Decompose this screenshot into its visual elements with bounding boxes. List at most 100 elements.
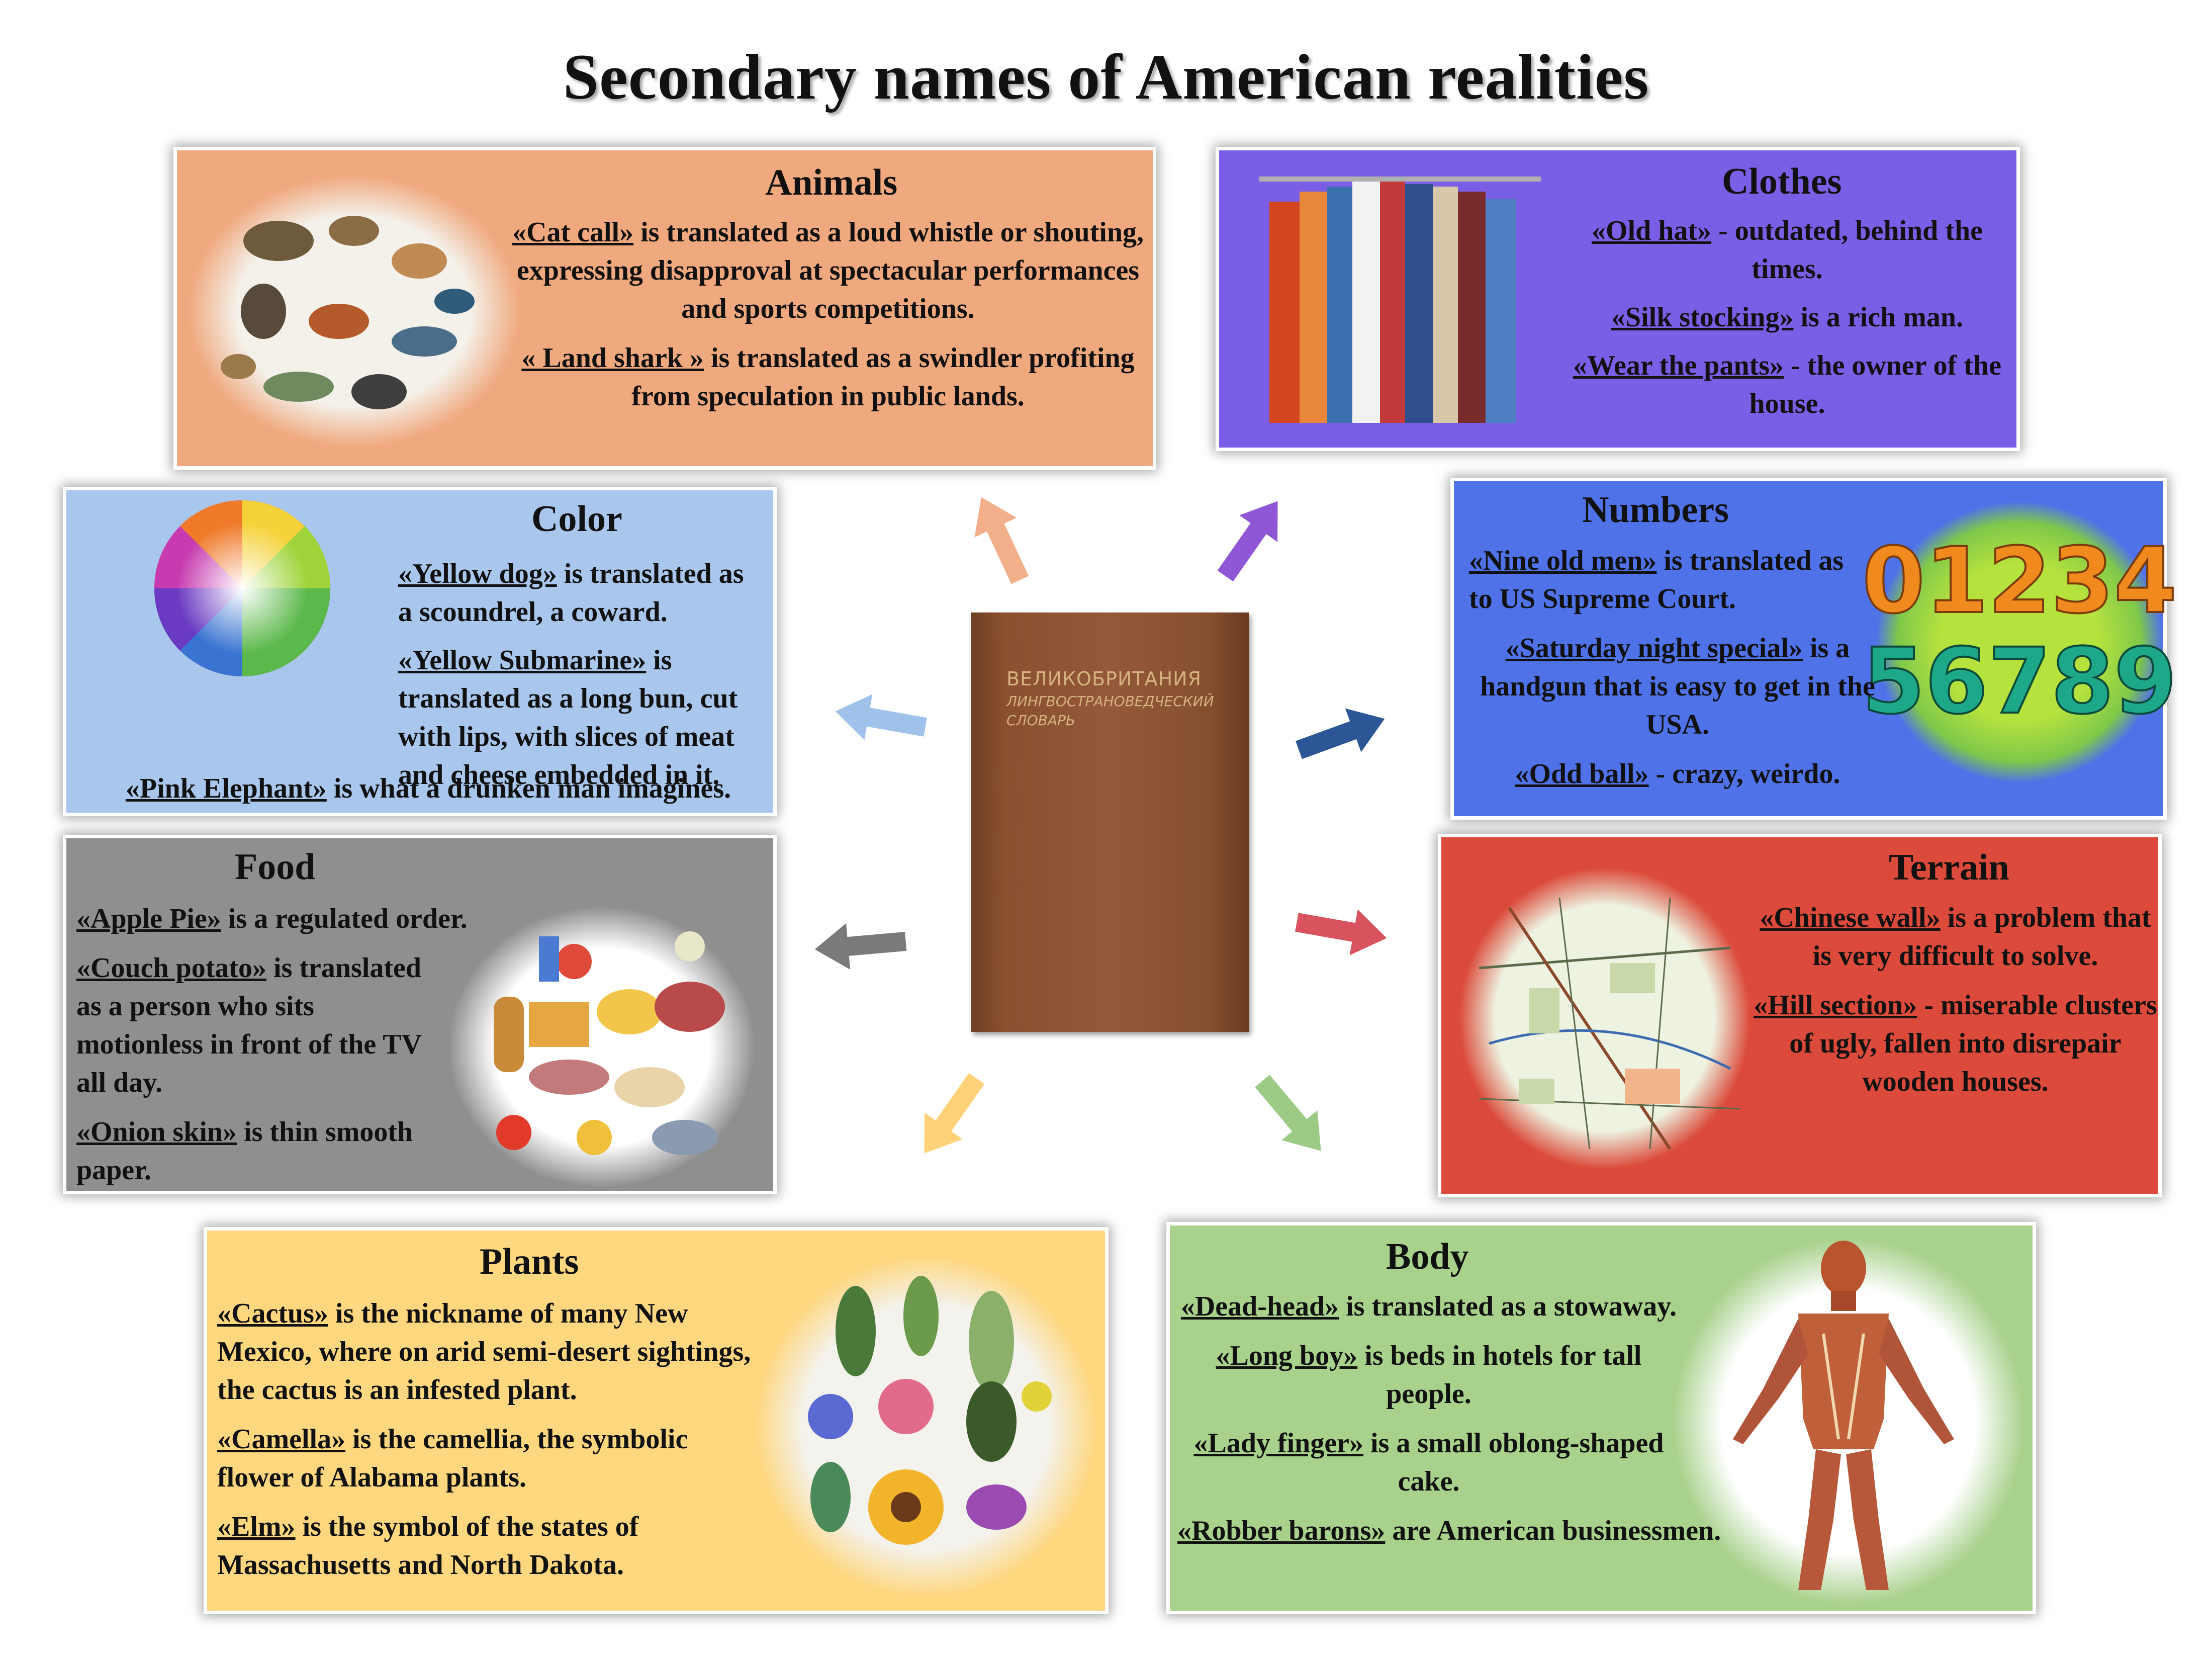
arrow-to-food xyxy=(809,917,910,975)
food-image xyxy=(448,906,755,1188)
animals-image xyxy=(188,176,520,447)
terrain-title: Terrain xyxy=(1889,847,2009,888)
color-e2-text: is translated as a long bun, cut with li… xyxy=(398,645,738,791)
clothes-entry-1: «Old hat» - outdated, behind the times. xyxy=(1566,212,2008,288)
clothes-image xyxy=(1249,161,1551,443)
term-apple-pie: «Apple Pie» xyxy=(76,903,221,934)
body-e3-text: is a small oblong-shaped cake. xyxy=(1363,1428,1664,1497)
body-title: Body xyxy=(1386,1236,1469,1277)
color-entry-3: «Pink Elephant» is what a drunken man im… xyxy=(81,769,775,808)
plants-entry-1: «Cactus» is the nickname of many New Mex… xyxy=(217,1294,755,1409)
terrain-panel: Terrain «Chinese wall» is a problem that… xyxy=(1438,834,2162,1197)
plants-entry-2: «Camella» is the camellia, the symbolic … xyxy=(217,1420,755,1497)
body-e4-text: are American businessmen. xyxy=(1385,1515,1721,1546)
numbers-panel: 01234 56789 Numbers «Nine old men» is tr… xyxy=(1450,478,2178,820)
numbers-e1-text: is translated as to US Supreme Court. xyxy=(1469,545,1844,615)
term-nine-old-men: «Nine old men» xyxy=(1469,545,1657,576)
animals-entry-2: « Land shark » is translated as a swindl… xyxy=(511,339,1145,415)
terrain-map-image xyxy=(1459,867,1750,1169)
dictionary-book-cover: ВЕЛИКОБРИТАНИЯ ЛИНГВОСТРАНОВЕДЧЕСКИЙ СЛО… xyxy=(971,612,1249,1032)
plants-text: «Cactus» is the nickname of many New Mex… xyxy=(217,1294,775,1595)
clothes-e3-text: - the owner of the house. xyxy=(1749,350,2001,419)
body-entry-2: «Long boy» is beds in hotels for tall pe… xyxy=(1177,1337,1680,1413)
body-panel: Body «Dead-head» is translated as a stow… xyxy=(1166,1222,2036,1614)
color-entry-1: «Yellow dog» is translated as a scoundre… xyxy=(398,555,760,631)
page-title: Secondary names of American realities xyxy=(563,41,1649,113)
food-entry-2: «Couch potato» is translated as a person… xyxy=(76,949,428,1102)
food-entry-3: «Onion skin» is thin smooth paper. xyxy=(76,1113,458,1189)
color-text-top: «Yellow dog» is translated as a scoundre… xyxy=(398,555,760,641)
clothes-e1-text: - outdated, behind the times. xyxy=(1711,215,1983,285)
numbers-entry-3: «Odd ball» - crazy, weirdo. xyxy=(1469,755,1886,793)
term-couch-potato: «Couch potato» xyxy=(76,952,267,984)
plants-e2-text: is the camellia, the symbolic flower of … xyxy=(217,1424,688,1493)
clothes-panel: Clothes «Old hat» - outdated, behind the… xyxy=(1216,147,2020,451)
numbers-digits-top: 01234 xyxy=(1862,529,2177,634)
book-title-line-2: ЛИНГВОСТРАНОВЕДЧЕСКИЙ xyxy=(1006,693,1214,710)
clothes-entry-2: «Silk stocking» is a rich man. xyxy=(1566,298,2008,336)
term-robber-barons: «Robber barons» xyxy=(1177,1515,1386,1546)
numbers-e3-text: - crazy, weirdo. xyxy=(1648,758,1840,790)
term-saturday-night-special: «Saturday night special» xyxy=(1505,633,1803,664)
terrain-e1-text: is a problem that is very difficult to s… xyxy=(1812,902,2151,972)
body-entry-1: «Dead-head» is translated as a stowaway. xyxy=(1177,1287,1680,1326)
term-old-hat: «Old hat» xyxy=(1592,215,1712,246)
terrain-e2-text: - miserable clusters of ugly, fallen int… xyxy=(1789,990,2157,1097)
clothes-title: Clothes xyxy=(1722,161,1842,202)
color-title: Color xyxy=(531,498,622,540)
term-chinese-wall: «Chinese wall» xyxy=(1760,902,1941,933)
color-text-bottom: «Yellow Submarine» is translated as a lo… xyxy=(94,641,763,804)
numbers-title: Numbers xyxy=(1582,489,1729,531)
plants-e3-text: is the symbol of the states of Massachus… xyxy=(217,1511,639,1581)
animals-panel: Animals «Cat call» is translated as a lo… xyxy=(173,147,1156,470)
arrow-to-body xyxy=(1250,1070,1325,1155)
plants-e1-text: is the nickname of many New Mexico, wher… xyxy=(217,1298,751,1406)
term-silk-stocking: «Silk stocking» xyxy=(1611,302,1794,333)
color-entry-2: «Yellow Submarine» is translated as a lo… xyxy=(94,641,763,794)
numbers-entry-1: «Nine old men» is translated as to US Su… xyxy=(1469,542,1886,618)
food-panel: Food «Apple Pie» is a regulated order. «… xyxy=(63,835,777,1194)
arrow-to-color xyxy=(830,689,931,746)
arrow-to-animals xyxy=(970,492,1033,588)
food-e2-text: is translated as a person who sits motio… xyxy=(76,952,422,1098)
term-elm: «Elm» xyxy=(217,1511,296,1542)
body-text: «Dead-head» is translated as a stowaway.… xyxy=(1177,1287,1721,1561)
food-text: «Apple Pie» is a regulated order. «Couch… xyxy=(76,900,529,1200)
animals-entry-1: «Cat call» is translated as a loud whist… xyxy=(511,213,1145,328)
term-yellow-submarine: «Yellow Submarine» xyxy=(398,645,647,676)
animals-text: «Cat call» is translated as a loud whist… xyxy=(511,213,1145,426)
plants-panel: Plants «Cactus» is the nickname of many … xyxy=(204,1227,1109,1614)
term-dead-head: «Dead-head» xyxy=(1180,1291,1339,1322)
animals-e1-text: is translated as a loud whistle or shout… xyxy=(516,217,1144,324)
clothes-text: «Old hat» - outdated, behind the times. … xyxy=(1566,212,2008,434)
body-e2-text: is beds in hotels for tall people. xyxy=(1357,1340,1642,1410)
arrow-to-terrain xyxy=(1292,903,1392,960)
terrain-text: «Chinese wall» is a problem that is very… xyxy=(1753,899,2158,1112)
body-e1-text: is translated as a stowaway. xyxy=(1339,1291,1677,1322)
book-title-line-1: ВЕЛИКОБРИТАНИЯ xyxy=(1006,668,1202,690)
numbers-e2-text: is a handgun that is easy to get in the … xyxy=(1480,633,1875,740)
food-entry-1: «Apple Pie» is a regulated order. xyxy=(76,900,529,938)
term-long-boy: «Long boy» xyxy=(1216,1340,1358,1371)
arrow-to-numbers xyxy=(1292,704,1390,763)
term-hill-section: «Hill section» xyxy=(1754,990,1917,1021)
food-e1-text: is a regulated order. xyxy=(221,903,468,934)
arrow-to-clothes xyxy=(1213,496,1281,586)
arrow-to-plants xyxy=(921,1069,989,1158)
numbers-image: 01234 56789 xyxy=(1861,501,2178,783)
color-panel: Color «Yellow dog» is translated as a sc… xyxy=(63,487,777,816)
term-land-shark: « Land shark » xyxy=(521,342,704,374)
terrain-entry-1: «Chinese wall» is a problem that is very… xyxy=(1753,899,2158,975)
term-onion-skin: «Onion skin» xyxy=(76,1116,237,1148)
animals-title: Animals xyxy=(765,162,898,203)
color-e3-text: is what a drunken man imagines. xyxy=(326,773,731,804)
food-title: Food xyxy=(235,846,316,888)
plants-image xyxy=(755,1256,1097,1598)
numbers-digits-bottom: 56789 xyxy=(1862,629,2177,734)
numbers-entry-2: «Saturday night special» is a handgun th… xyxy=(1469,629,1886,744)
color-wheel-image xyxy=(144,495,340,681)
clothes-e2-text: is a rich man. xyxy=(1793,302,1964,333)
clothes-entry-3: «Wear the pants» - the owner of the hous… xyxy=(1566,346,2008,423)
plants-entry-3: «Elm» is the symbol of the states of Mas… xyxy=(217,1508,720,1584)
term-cat-call: «Cat call» xyxy=(512,217,634,248)
